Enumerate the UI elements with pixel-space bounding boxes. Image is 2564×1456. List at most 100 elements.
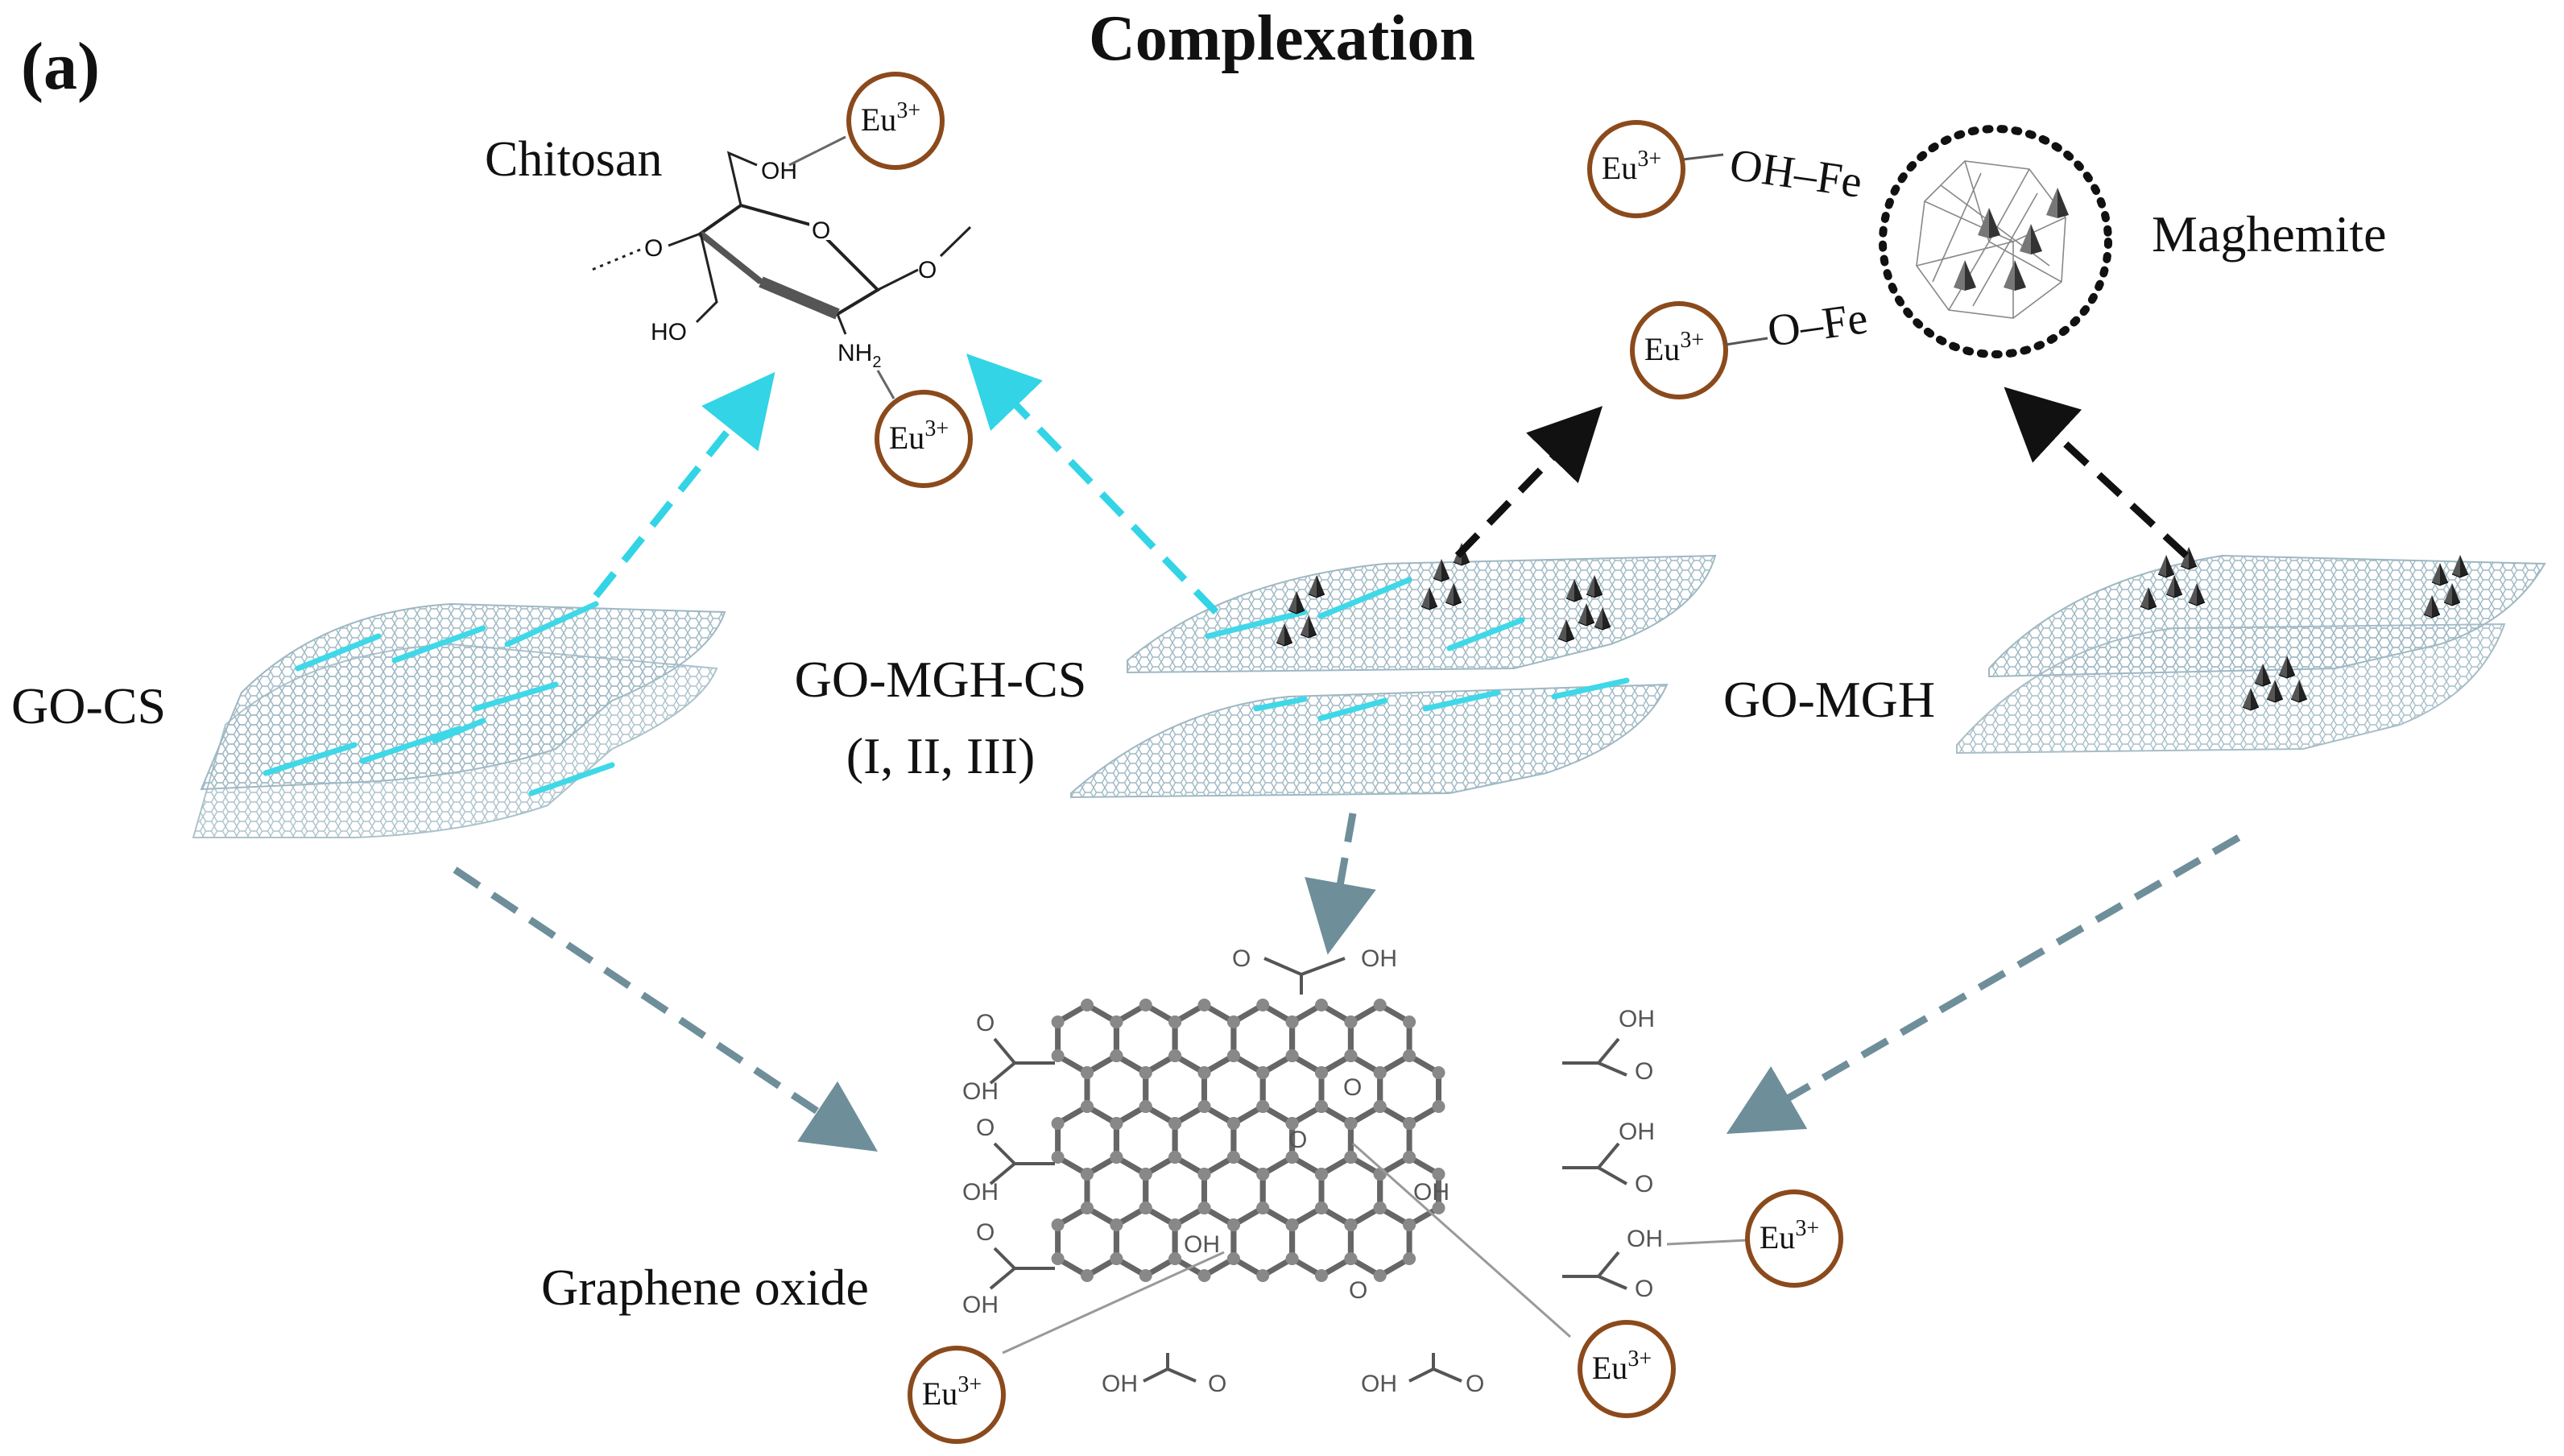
carbon-atom: [1051, 1252, 1065, 1265]
carbon-atom: [1197, 1269, 1211, 1282]
svg-text:Eu3+: Eu3+: [861, 98, 920, 138]
carbon-atom: [1285, 1252, 1299, 1265]
carbon-atom: [1226, 1117, 1240, 1130]
svg-text:O: O: [1343, 1074, 1362, 1101]
chitosan-label: Chitosan: [485, 132, 662, 187]
carbon-atom: [1432, 1100, 1445, 1113]
svg-text:OH: OH: [1361, 1371, 1397, 1397]
carbon-atom: [1197, 1100, 1211, 1113]
carbon-atom: [1081, 1066, 1094, 1079]
carbon-atom: [1139, 1066, 1152, 1079]
carbon-atom: [1139, 1202, 1152, 1214]
carbon-atom: [1051, 1015, 1065, 1028]
carbon-atom: [1403, 1117, 1416, 1130]
hexagon-ring: [1055, 1204, 1119, 1280]
carbon-atom: [1081, 1168, 1094, 1181]
carbon-atom: [1403, 1218, 1416, 1231]
carbon-atom: [1256, 1100, 1270, 1113]
carbon-atom: [1139, 999, 1152, 1011]
svg-text:Eu3+: Eu3+: [922, 1372, 982, 1412]
carbon-atom: [1256, 1066, 1270, 1079]
arrow-go-mgh-cs-to-graphene-oxide: [1305, 813, 1376, 955]
carbon-atom: [1256, 1168, 1270, 1181]
circle-ion-icon: [908, 1346, 1006, 1444]
go-cs-label: GO-CS: [11, 677, 166, 734]
carbon-atom: [1110, 1049, 1123, 1062]
carbon-atom: [1139, 1168, 1152, 1181]
carbon-atom: [1051, 1049, 1065, 1062]
bond-oh-fe: OH–Fe: [1727, 139, 1865, 207]
eu-ion-chitosan-oh: Eu3+: [846, 72, 945, 170]
carbon-atom: [1197, 1168, 1211, 1181]
eu-ion-chitosan-nh2: Eu3+: [875, 390, 973, 488]
carbon-atom: [1256, 1202, 1270, 1214]
chitosan-oh-top: OH: [761, 158, 797, 184]
svg-text:OH: OH: [1361, 945, 1397, 972]
carbon-atom: [1110, 1015, 1123, 1028]
arrow-go-cs-to-graphene-oxide: [453, 867, 878, 1152]
maghemite-label: Maghemite: [2152, 205, 2386, 263]
svg-text:O: O: [976, 1010, 995, 1036]
carbon-atom: [1168, 1049, 1182, 1062]
carbon-atom: [1168, 1151, 1182, 1164]
svg-text:Eu3+: Eu3+: [1760, 1216, 1819, 1255]
chitosan-nh2: NH2: [837, 340, 881, 371]
carbon-atom: [1197, 999, 1211, 1011]
circle-ion-icon: [846, 72, 945, 170]
hexagon-ring: [1230, 1204, 1296, 1280]
carbon-atom: [1226, 1151, 1240, 1164]
carbon-atom: [1285, 1218, 1299, 1231]
go-mgh-sheets: GO-MGH: [1723, 546, 2546, 755]
carbon-atom: [1403, 1151, 1416, 1164]
go-cs-sheets: GO-CS: [11, 601, 726, 838]
carbon-atom: [1081, 999, 1094, 1011]
carbon-atom: [1373, 1168, 1387, 1181]
go-mgh-cs-variants: (I, II, III): [846, 727, 1036, 784]
carbon-atom: [1081, 1100, 1094, 1113]
carbon-atom: [1315, 1168, 1328, 1181]
svg-text:OH: OH: [1619, 1006, 1655, 1032]
carbon-atom: [1315, 999, 1328, 1011]
carbon-atom: [1051, 1218, 1065, 1231]
carbon-atom: [1110, 1151, 1123, 1164]
arrow-go-cs-to-chitosan: [593, 371, 775, 598]
carbon-atom: [1197, 1202, 1211, 1214]
carbon-atom: [1256, 1269, 1270, 1282]
carbon-atom: [1285, 1015, 1299, 1028]
carbon-atom: [1051, 1117, 1065, 1130]
carbon-atom: [1168, 1117, 1182, 1130]
circle-ion-icon: [875, 390, 973, 488]
carbon-atom: [1168, 1218, 1182, 1231]
carbon-atom: [1373, 1066, 1387, 1079]
svg-text:OH: OH: [1619, 1119, 1655, 1145]
carbon-atom: [1403, 1252, 1416, 1265]
eu-ion-o-fe: Eu3+ O–Fe: [1630, 293, 1871, 399]
svg-text:O: O: [1232, 945, 1251, 972]
svg-text:O: O: [1635, 1171, 1653, 1197]
carbon-atom: [1344, 1117, 1358, 1130]
arrow-go-mgh-to-graphene-oxide: [1726, 834, 2241, 1135]
go-mgh-label: GO-MGH: [1723, 671, 1935, 728]
svg-text:O: O: [1349, 1277, 1367, 1304]
carbon-atom: [1110, 1117, 1123, 1130]
svg-text:O: O: [1208, 1371, 1226, 1397]
svg-text:O: O: [976, 1115, 995, 1141]
carbon-atom: [1373, 1202, 1387, 1214]
carbon-atom: [1081, 1269, 1094, 1282]
go-mgh-cs-label: GO-MGH-CS: [795, 651, 1087, 708]
panel-label: (a): [21, 29, 100, 104]
chitosan-o-right: O: [918, 257, 937, 283]
svg-text:OH: OH: [962, 1292, 999, 1318]
carbon-atom: [1081, 1202, 1094, 1214]
carbon-atom: [1432, 1168, 1445, 1181]
svg-text:Eu3+: Eu3+: [889, 416, 949, 456]
circle-ion-icon: [1745, 1189, 1843, 1288]
carbon-atom: [1315, 1100, 1328, 1113]
carbon-atom: [1432, 1202, 1445, 1214]
svg-text:Eu3+: Eu3+: [1644, 328, 1704, 367]
arrow-go-mgh-cs-to-chitosan: [966, 354, 1219, 615]
carbon-atom: [1110, 1252, 1123, 1265]
carbon-atom: [1373, 999, 1387, 1011]
carbon-atom: [1403, 1049, 1416, 1062]
